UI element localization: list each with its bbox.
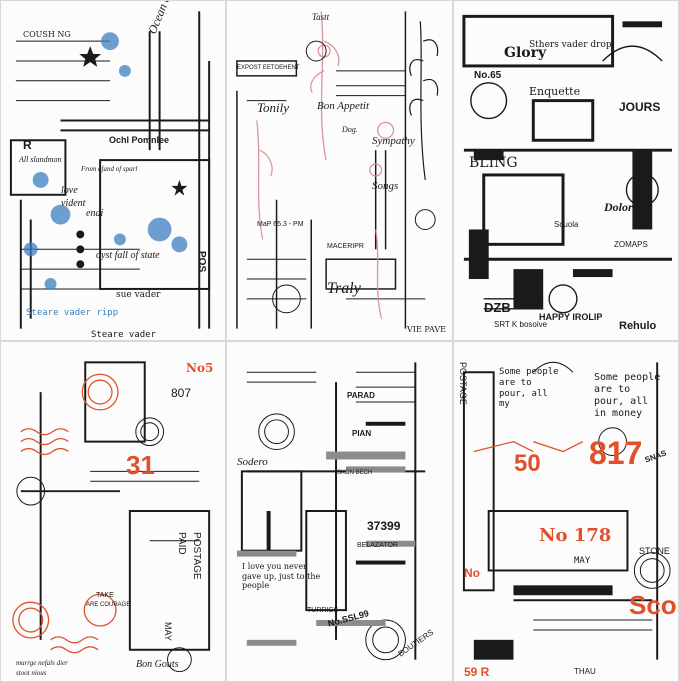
sheet-2-label-j: Dog. <box>342 125 358 134</box>
sheet-2-label-g: MaP 65.3 - PM <box>257 221 304 228</box>
sheet-5-label-d: SKON BECH <box>337 470 373 476</box>
sheet-5-label-f: BELAZATOR <box>357 542 398 549</box>
sheet-6-label-a: POSTAGE <box>458 362 468 405</box>
sheet-4-label-k: TAKE <box>96 592 114 599</box>
sheet-4-label-f: MAY <box>163 622 173 641</box>
sheet-5-ink-graphics <box>236 362 426 661</box>
sheet-1-label-e: From afand of sparl <box>81 165 138 173</box>
sheet-1-ink-graphics <box>9 11 211 329</box>
sheet-2-label-e: Sympathy <box>372 135 415 147</box>
sheet-2-label-i: Traly <box>327 280 361 297</box>
sheet-1-label-k: Steare vader ripp <box>26 308 119 318</box>
sheet-6-label-e: 817 <box>589 435 643 471</box>
sheet-6-label-m: STONE <box>639 546 670 556</box>
sheet-5-label-a: Sodero <box>237 456 268 468</box>
sheet-3-label-a: Sthers vader drop <box>529 40 612 50</box>
sheet-1-label-f: love <box>61 185 78 196</box>
sticker-sheet-1: COUSH NG Ocean of Love Ochl Pomnlee All … <box>0 0 226 341</box>
sheet-6-ink-graphics <box>462 361 671 660</box>
sheet-2-ink-graphics <box>236 11 439 329</box>
sheet-4-ink-graphics <box>12 361 211 673</box>
sheet-2-label-d: Bon Appetit <box>317 100 370 112</box>
sheet-3-label-e: JOURS <box>619 100 661 114</box>
sheet-3-label-h: ZOMAPS <box>614 240 648 249</box>
sheet-1-label-j: sue vader <box>116 290 161 300</box>
sheet-1-label-i: oyst fall of state <box>96 250 160 261</box>
sheet-4-label-j: ARE COURAGE <box>86 602 131 608</box>
sheet-2-label-f: Songs <box>372 180 399 192</box>
sheet-3-label-j: Rehulo <box>619 320 657 332</box>
sheet-4-label-c: 31 <box>126 450 155 480</box>
sheet-2-label-k: VIE PAVE <box>407 325 446 334</box>
sheet-5-label-b: PARAD <box>347 391 375 400</box>
sheet-6-label-h: MAY <box>574 556 591 566</box>
sheet-4-label-b: 807 <box>171 386 192 400</box>
sheet-3-label-f: BLING <box>469 155 518 171</box>
sheet-2-label-b: EXPOST EETOEHENT <box>237 65 300 71</box>
sheet-3-ink-graphics <box>462 14 673 314</box>
sheet-6-label-c: Some people are to pour, all in money <box>594 372 661 419</box>
sheet-6-label-l: 59 R <box>464 665 490 679</box>
sheet-4-label-d: POSTAGE <box>191 532 202 580</box>
sheet-6-label-b: Some people are to pour, all my <box>499 367 559 410</box>
sheet-3-label-m: Scuola <box>554 220 579 229</box>
sheet-1-label-h: endi <box>86 208 104 219</box>
sheet-4-label-e: PAID <box>176 532 187 555</box>
sheet-3-label-g: Dolor <box>604 200 633 214</box>
sheet-3-label-i: HAPPY IROLIP <box>539 312 603 322</box>
sheet-2-label-h: MACERIPR <box>327 243 364 250</box>
sheet-1-label-d: All slandmon <box>19 155 62 164</box>
sheet-3-label-b: Glory <box>504 45 547 61</box>
sticker-sheet-2: Tastt EXPOST EETOEHENT Tonily Bon Appeti… <box>226 0 453 341</box>
sheet-1-label-l: Steare vader <box>91 330 157 340</box>
sticker-sheet-4: No5 807 31 POSTAGE PAID MAY Bon Gouts mu… <box>0 341 226 682</box>
sheet-2-label-c: Tonily <box>257 100 290 115</box>
sheet-4-label-a: No5 <box>186 361 214 375</box>
sheet-3-label-c: No.65 <box>474 70 502 81</box>
sheet-3-label-d: Enquette <box>529 85 581 98</box>
sheet-1-label-a: COUSH NG <box>23 30 71 39</box>
sheet-5-label-g: I love you never gave up, just to the pe… <box>242 562 321 591</box>
sticker-sheet-5: Sodero PARAD PIAN SKON BECH 37399 BELAZA… <box>226 341 453 682</box>
sheet-4-label-h: murrge nefals dier <box>16 659 68 667</box>
sheet-1-label-m: POS <box>196 251 207 273</box>
sheet-3-label-l: SRT K bosoive <box>494 320 548 329</box>
sheet-1-label-n: R <box>23 138 32 152</box>
sheet-6-label-g: No 178 <box>539 525 612 546</box>
sheet-5-label-e: 37399 <box>367 519 401 533</box>
sheet-4-label-g: Bon Gouts <box>136 659 179 670</box>
sheet-5-label-h: TURRICS <box>307 607 339 614</box>
sheet-2-label-a: Tastt <box>312 12 330 22</box>
sheet-6-label-k: THAU <box>574 667 596 676</box>
sheet-6-label-d: 50 <box>514 450 541 477</box>
sticker-sheet-3: Sthers vader drop Glory No.65 Enquette J… <box>453 0 679 341</box>
sheet-6-label-j: Sco <box>629 590 677 620</box>
sheet-4-label-i: stoot nious <box>16 669 47 677</box>
sheet-3-label-k: DZB <box>484 300 511 315</box>
sheet-6-label-i: No <box>464 566 480 580</box>
sheet-5-label-c: PIAN <box>352 429 372 438</box>
sheet-1-label-g: vident <box>61 198 86 209</box>
sheet-1-label-c: Ochl Pomnlee <box>109 135 170 145</box>
sticker-sheet-6: POSTAGE Some people are to pour, all my … <box>453 341 679 682</box>
